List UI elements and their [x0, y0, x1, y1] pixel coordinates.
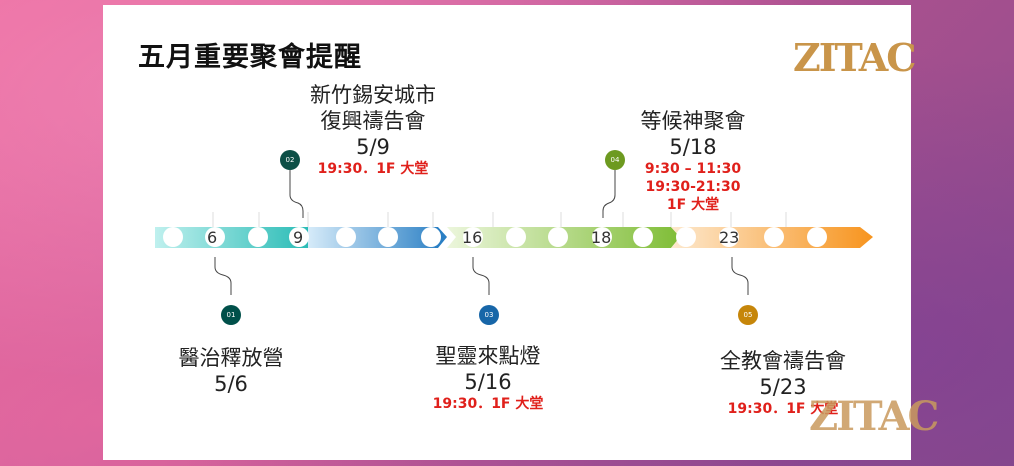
event-name: 新竹錫安城市: [310, 83, 436, 107]
timeline-node: [336, 227, 356, 247]
connector-01: [214, 257, 232, 295]
timeline-node: [592, 227, 612, 247]
timeline-node: [163, 227, 183, 247]
event-02: 新竹錫安城市 復興禱告會 5/9 19:30．1F 大堂: [288, 82, 458, 178]
timeline-segment-1: [155, 227, 317, 248]
event-detail: 19:30．1F 大堂: [317, 161, 429, 177]
event-04: 等候神聚會 5/18 9:30 – 11:30 19:30-21:30 1F 大…: [618, 108, 768, 214]
timeline-node: [633, 227, 653, 247]
event-name: 聖靈來點燈: [435, 344, 541, 368]
day-label-6: 6: [207, 228, 218, 247]
day-label-23: 23: [719, 228, 740, 247]
badge-05: 05: [738, 305, 758, 325]
connector-03: [472, 257, 490, 295]
timeline: [155, 170, 873, 295]
timeline-node: [289, 227, 309, 247]
event-name: 醫治釋放營: [178, 346, 284, 370]
event-detail: 19:30-21:30: [645, 179, 741, 195]
event-date: 5/9: [356, 135, 390, 159]
timeline-node: [421, 227, 441, 247]
connector-04: [602, 170, 616, 218]
event-detail: 19:30．1F 大堂: [727, 401, 839, 417]
timeline-node: [807, 227, 827, 247]
event-date: 5/6: [214, 372, 248, 396]
timeline-node: [719, 227, 739, 247]
connector-05: [731, 257, 749, 295]
timeline-node: [548, 227, 568, 247]
badge-04: 04: [605, 150, 625, 170]
event-name: 全教會禱告會: [720, 349, 846, 373]
day-label-18: 18: [591, 228, 612, 247]
timeline-node: [205, 227, 225, 247]
timeline-node: [378, 227, 398, 247]
event-name: 復興禱告會: [320, 109, 426, 133]
event-date: 5/18: [669, 135, 717, 159]
day-label-16: 16: [462, 228, 483, 247]
event-date: 5/16: [464, 370, 512, 394]
slide-card: 五月重要聚會提醒 ZITAC: [103, 5, 916, 460]
timeline-node: [506, 227, 526, 247]
page-title: 五月重要聚會提醒: [138, 42, 362, 73]
badge-01: 01: [221, 305, 241, 325]
event-date: 5/23: [759, 375, 807, 399]
event-detail: 19:30．1F 大堂: [432, 396, 544, 412]
timeline-node: [463, 227, 483, 247]
zitac-logo: ZITAC: [793, 35, 916, 80]
zitac-corner-logo: ZITAC: [809, 393, 939, 440]
event-detail: 9:30 – 11:30: [644, 161, 742, 177]
event-05: 全教會禱告會 5/23 19:30．1F 大堂: [698, 348, 868, 418]
badge-02: 02: [280, 150, 300, 170]
badge-03: 03: [479, 305, 499, 325]
timeline-node: [248, 227, 268, 247]
event-03: 聖靈來點燈 5/16 19:30．1F 大堂: [413, 343, 563, 413]
day-label-9: 9: [293, 228, 304, 247]
event-name: 等候神聚會: [640, 109, 746, 133]
timeline-node: [764, 227, 784, 247]
connector-02: [289, 170, 304, 218]
event-detail: 1F 大堂: [666, 197, 720, 213]
timeline-node: [676, 227, 696, 247]
event-01: 醫治釋放營 5/6: [161, 345, 301, 397]
